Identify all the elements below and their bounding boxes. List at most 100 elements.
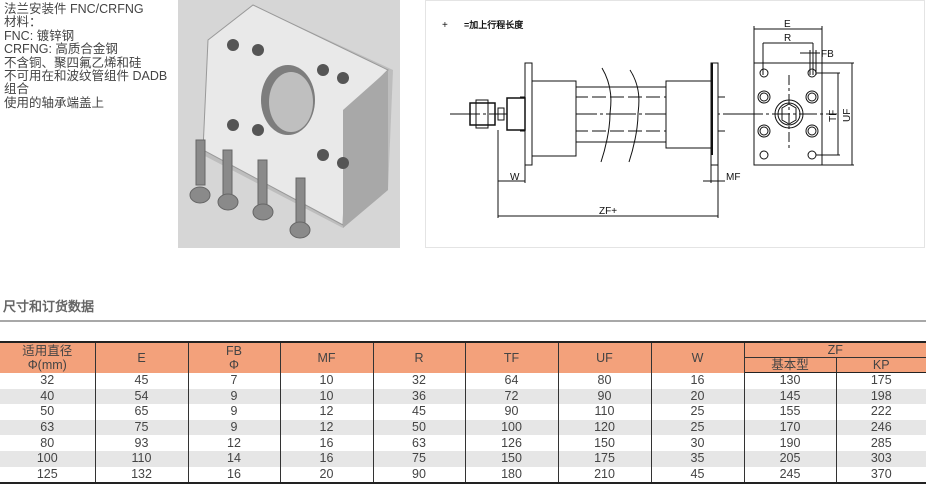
table-cell: 190 xyxy=(743,435,837,451)
table-cell: 75 xyxy=(372,450,466,467)
desc-line: 使用的轴承端盖上 xyxy=(4,95,105,110)
label-r: R xyxy=(784,33,791,44)
table-cell: 285 xyxy=(835,435,926,451)
product-photo xyxy=(178,0,400,248)
table-cell: 210 xyxy=(557,466,652,485)
table-cell: 16 xyxy=(279,450,374,467)
table-cell: 12 xyxy=(279,404,374,420)
header-uf: UF xyxy=(557,341,652,373)
table-cell: 90 xyxy=(464,404,559,420)
table-cell: 20 xyxy=(279,466,374,485)
table-cell: 110 xyxy=(557,404,652,420)
table-cell: 170 xyxy=(743,419,837,436)
dimension-lines xyxy=(497,130,725,218)
table-cell: 65 xyxy=(94,404,189,420)
header-e: E xyxy=(94,341,189,373)
table-cell: 175 xyxy=(557,450,652,467)
table-cell: 54 xyxy=(94,388,189,405)
label-fb: FB xyxy=(821,49,834,60)
header-zf: ZF xyxy=(743,341,926,358)
table-cell: 93 xyxy=(94,435,189,451)
flange-plate-image xyxy=(189,4,393,239)
table-cell: 45 xyxy=(650,466,745,485)
table-cell: 14 xyxy=(187,450,281,467)
table-cell: 35 xyxy=(650,450,745,467)
table-cell: 150 xyxy=(464,450,559,467)
dimension-drawing: + =加上行程长度 W ZF+ MF xyxy=(425,0,925,248)
table-cell: 303 xyxy=(835,450,926,467)
table-cell: 205 xyxy=(743,450,837,467)
table-cell: 63 xyxy=(0,419,96,436)
table-cell: 32 xyxy=(0,372,96,389)
table-cell: 125 xyxy=(0,466,96,485)
table-cell: 120 xyxy=(557,419,652,436)
header-w: W xyxy=(650,341,745,373)
table-cell: 100 xyxy=(464,419,559,436)
table-cell: 45 xyxy=(94,372,189,389)
table-cell: 150 xyxy=(557,435,652,451)
section-title: 尺寸和订货数据 xyxy=(3,299,95,314)
desc-line: FNC: 镀锌钢 xyxy=(4,28,75,43)
table-cell: 40 xyxy=(0,388,96,405)
label-uf: UF xyxy=(842,109,853,122)
table-cell: 16 xyxy=(650,372,745,389)
table-cell: 20 xyxy=(650,388,745,405)
label-e: E xyxy=(784,19,791,30)
label-w: W xyxy=(510,172,520,183)
product-description: 法兰安装件 FNC/CRFNG 材料： FNC: 镀锌钢 CRFNG: 高质合金… xyxy=(4,2,168,110)
table-cell: 12 xyxy=(187,435,281,451)
table-cell: 145 xyxy=(743,388,837,405)
desc-line: CRFNG: 高质合金钢 xyxy=(4,42,118,57)
desc-line: 不含铜、聚四氟乙烯和硅 xyxy=(4,55,142,70)
table-cell: 12 xyxy=(279,419,374,436)
table-cell: 100 xyxy=(0,450,96,467)
cylinder-side-view xyxy=(450,62,755,166)
table-cell: 198 xyxy=(835,388,926,405)
table-cell: 36 xyxy=(372,388,466,405)
header-r: R xyxy=(372,341,466,373)
table-cell: 50 xyxy=(372,419,466,436)
table-cell: 132 xyxy=(94,466,189,485)
desc-line: 不可用在和波纹管组件 DADB xyxy=(4,69,168,84)
table-cell: 9 xyxy=(187,419,281,436)
label-zf: ZF+ xyxy=(599,206,617,217)
table-cell: 32 xyxy=(372,372,466,389)
table-cell: 16 xyxy=(279,435,374,451)
table-cell: 245 xyxy=(743,466,837,485)
header-zf-basic: 基本型 xyxy=(744,357,837,373)
table-cell: 175 xyxy=(835,372,926,389)
desc-line: 组合 xyxy=(4,82,30,97)
flange-front-view xyxy=(745,26,854,166)
desc-line: 法兰安装件 FNC/CRFNG xyxy=(4,2,144,16)
table-cell: 126 xyxy=(464,435,559,451)
table-cell: 80 xyxy=(0,435,96,451)
table-cell: 50 xyxy=(0,404,96,420)
header-tf: TF xyxy=(464,341,559,373)
table-cell: 16 xyxy=(187,466,281,485)
table-cell: 75 xyxy=(94,419,189,436)
table-cell: 90 xyxy=(557,388,652,405)
table-cell: 10 xyxy=(279,372,374,389)
table-cell: 25 xyxy=(650,419,745,436)
label-mf: MF xyxy=(726,172,740,183)
section-divider xyxy=(0,320,926,322)
table-cell: 222 xyxy=(835,404,926,420)
table-cell: 246 xyxy=(835,419,926,436)
table-cell: 130 xyxy=(743,372,837,389)
table-cell: 80 xyxy=(557,372,652,389)
table-cell: 9 xyxy=(187,404,281,420)
table-cell: 180 xyxy=(464,466,559,485)
stroke-note: =加上行程长度 xyxy=(464,19,524,30)
desc-line: 材料： xyxy=(4,15,42,30)
table-cell: 10 xyxy=(279,388,374,405)
header-mf: MF xyxy=(279,341,374,373)
header-zf-kp: KP xyxy=(835,357,926,373)
table-cell: 9 xyxy=(187,388,281,405)
